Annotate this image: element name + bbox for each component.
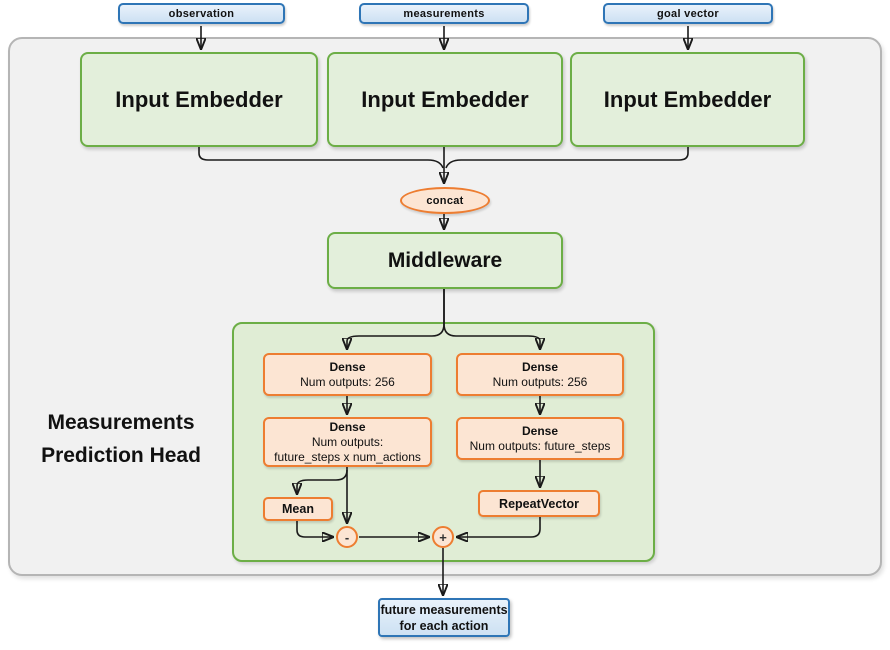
dense-num-outputs: Num outputs: 256 <box>300 374 395 389</box>
input-node-measurements-label: measurements <box>403 7 485 20</box>
subtract-operator: - <box>336 526 358 548</box>
input-node-observation: observation <box>118 3 285 24</box>
input-embedder-label: Input Embedder <box>603 86 772 112</box>
concat-node: concat <box>400 187 490 214</box>
dense-title: Dense <box>329 359 366 374</box>
add-operator: + <box>432 526 454 548</box>
dense-left-2: Dense Num outputs: future_steps x num_ac… <box>263 417 432 467</box>
dense-left-1: Dense Num outputs: 256 <box>263 353 432 396</box>
middleware-node: Middleware <box>327 232 563 289</box>
mean-label: Mean <box>282 502 314 516</box>
mean-node: Mean <box>263 497 333 521</box>
input-embedder-label: Input Embedder <box>361 86 529 112</box>
prediction-head-title-line1: Measurements <box>47 411 195 434</box>
output-label-line2: for each action <box>399 618 489 633</box>
dense-title: Dense <box>521 423 559 438</box>
dense-num-outputs: Num outputs: future_steps <box>469 438 611 453</box>
input-embedder-measurements: Input Embedder <box>327 52 563 147</box>
input-embedder-observation: Input Embedder <box>80 52 318 147</box>
dense-num-outputs: Num outputs: 256 <box>492 374 588 389</box>
dense-title: Dense <box>521 359 559 374</box>
input-node-observation-label: observation <box>168 7 235 20</box>
concat-label: concat <box>426 194 464 207</box>
dense-num-outputs-2: future_steps x num_actions <box>274 449 421 464</box>
input-embedder-label: Input Embedder <box>115 86 283 112</box>
input-node-goal-vector-label: goal vector <box>657 7 719 20</box>
output-label-line1: future measurements <box>380 602 508 617</box>
output-node: future measurements for each action <box>378 598 510 637</box>
dense-right-2: Dense Num outputs: future_steps <box>456 417 624 460</box>
dense-right-1: Dense Num outputs: 256 <box>456 353 624 396</box>
subtract-symbol: - <box>344 529 350 545</box>
input-embedder-goal-vector: Input Embedder <box>570 52 805 147</box>
repeat-vector-label: RepeatVector <box>499 496 579 511</box>
input-node-measurements: measurements <box>359 3 529 24</box>
repeat-vector-node: RepeatVector <box>478 490 600 517</box>
input-node-goal-vector: goal vector <box>603 3 773 24</box>
add-symbol: + <box>439 529 447 545</box>
prediction-head-title: Measurements Prediction Head <box>14 406 228 472</box>
prediction-head-title-line2: Prediction Head <box>41 444 201 467</box>
dense-title: Dense <box>329 419 366 434</box>
dense-num-outputs: Num outputs: <box>311 434 384 449</box>
middleware-label: Middleware <box>387 248 503 272</box>
